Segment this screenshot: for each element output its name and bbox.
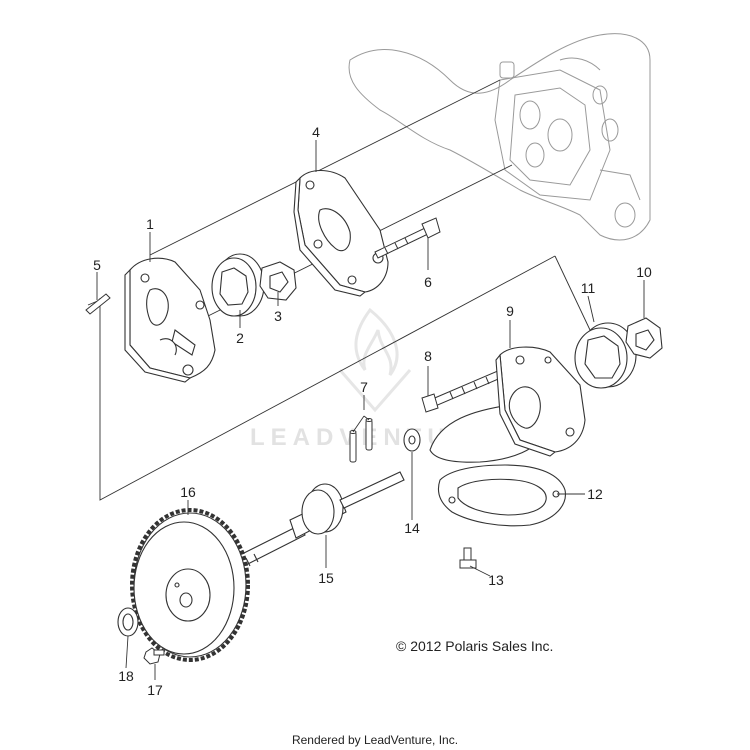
callout-4: 4 (312, 124, 320, 140)
leadventure-logo-watermark (338, 307, 412, 413)
callout-5: 5 (93, 257, 101, 273)
pump-bolt-part (374, 217, 441, 259)
callout-15: 15 (318, 570, 334, 586)
callout-3: 3 (274, 308, 282, 324)
long-bolt-part (421, 369, 504, 413)
callout-10: 10 (636, 264, 652, 280)
pump-cover-part (293, 169, 389, 297)
thrust-washer-part (403, 428, 421, 452)
callout-12: 12 (587, 486, 603, 502)
callout-1: 1 (146, 216, 154, 232)
drive-gear-part (130, 508, 250, 662)
callout-8: 8 (424, 348, 432, 364)
inner-rotor-part (259, 261, 297, 301)
dowel-pin-part (85, 293, 111, 315)
callout-13: 13 (488, 572, 504, 588)
callout-2: 2 (236, 330, 244, 346)
engine-case-ghost (348, 33, 651, 241)
drive-pins-part (349, 418, 373, 463)
callout-6: 6 (424, 274, 432, 290)
callout-9: 9 (506, 303, 514, 319)
callout-18: 18 (118, 668, 134, 684)
callout-14: 14 (404, 520, 420, 536)
outer-rotor-part (211, 253, 265, 317)
gasket-screw-part (459, 547, 477, 569)
oil-pump-body-part (124, 257, 216, 383)
copyright-notice: © 2012 Polaris Sales Inc. (396, 638, 554, 654)
pump-shaft-part (229, 471, 405, 571)
callout-16: 16 (180, 484, 196, 500)
callout-17: 17 (147, 682, 163, 698)
pump-housing-part (429, 346, 586, 463)
outer-rotor-lower-part (574, 322, 637, 389)
leader-lines (96, 140, 645, 680)
gasket-plate-part (437, 464, 566, 527)
inner-rotor-lower-part (625, 317, 663, 359)
callout-11: 11 (580, 280, 596, 296)
gear-bolt-part (143, 647, 165, 665)
rendered-by-footer: Rendered by LeadVenture, Inc. (291, 733, 459, 747)
gear-washer-part (117, 607, 139, 637)
callout-7: 7 (360, 379, 368, 395)
